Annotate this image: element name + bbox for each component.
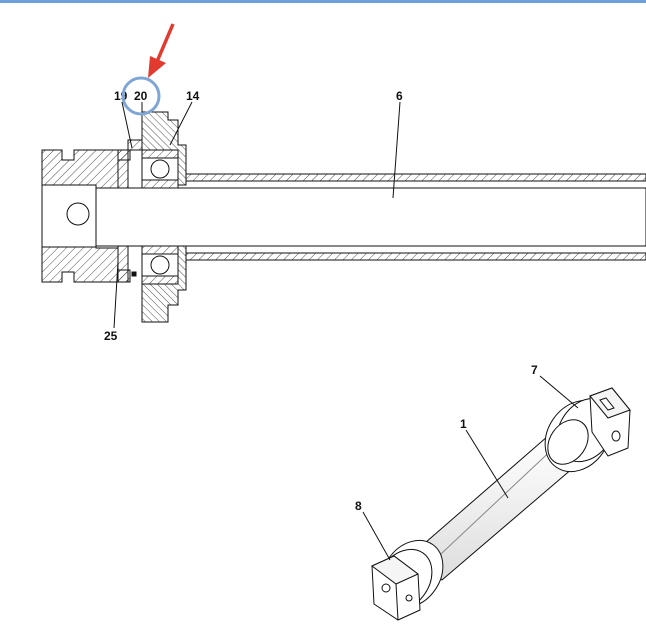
lower-seal — [117, 245, 129, 283]
upper-seal — [117, 149, 129, 189]
lower-bearing — [141, 245, 179, 285]
isometric-view — [362, 375, 631, 621]
shaft — [95, 187, 646, 247]
iso-end-right — [544, 387, 631, 473]
leader-6 — [392, 101, 401, 199]
seal-mark — [131, 271, 137, 277]
section-view — [41, 101, 646, 329]
leader-19 — [121, 101, 133, 149]
callout-20: 20 — [134, 89, 148, 103]
end-housing — [41, 149, 131, 283]
leader-1 — [465, 429, 509, 499]
callout-1: 1 — [460, 417, 467, 431]
callout-25: 25 — [104, 329, 118, 343]
tube-wall-top — [185, 173, 646, 182]
highlight-circle — [121, 76, 161, 116]
window-top-border — [0, 0, 646, 3]
callout-19: 19 — [114, 89, 128, 103]
leader-14 — [169, 101, 193, 146]
leader-25 — [113, 261, 119, 329]
callout-8: 8 — [355, 499, 362, 513]
housing-bore-hole — [66, 202, 90, 226]
upper-bearing — [141, 149, 179, 189]
tube-wall-bottom — [185, 252, 646, 261]
leader-7 — [539, 375, 579, 409]
iso-end-left — [371, 539, 444, 621]
callout-6: 6 — [396, 89, 403, 103]
callout-7: 7 — [531, 363, 538, 377]
leader-8 — [362, 511, 391, 561]
red-arrow-icon — [148, 23, 175, 78]
callout-14: 14 — [186, 89, 200, 103]
